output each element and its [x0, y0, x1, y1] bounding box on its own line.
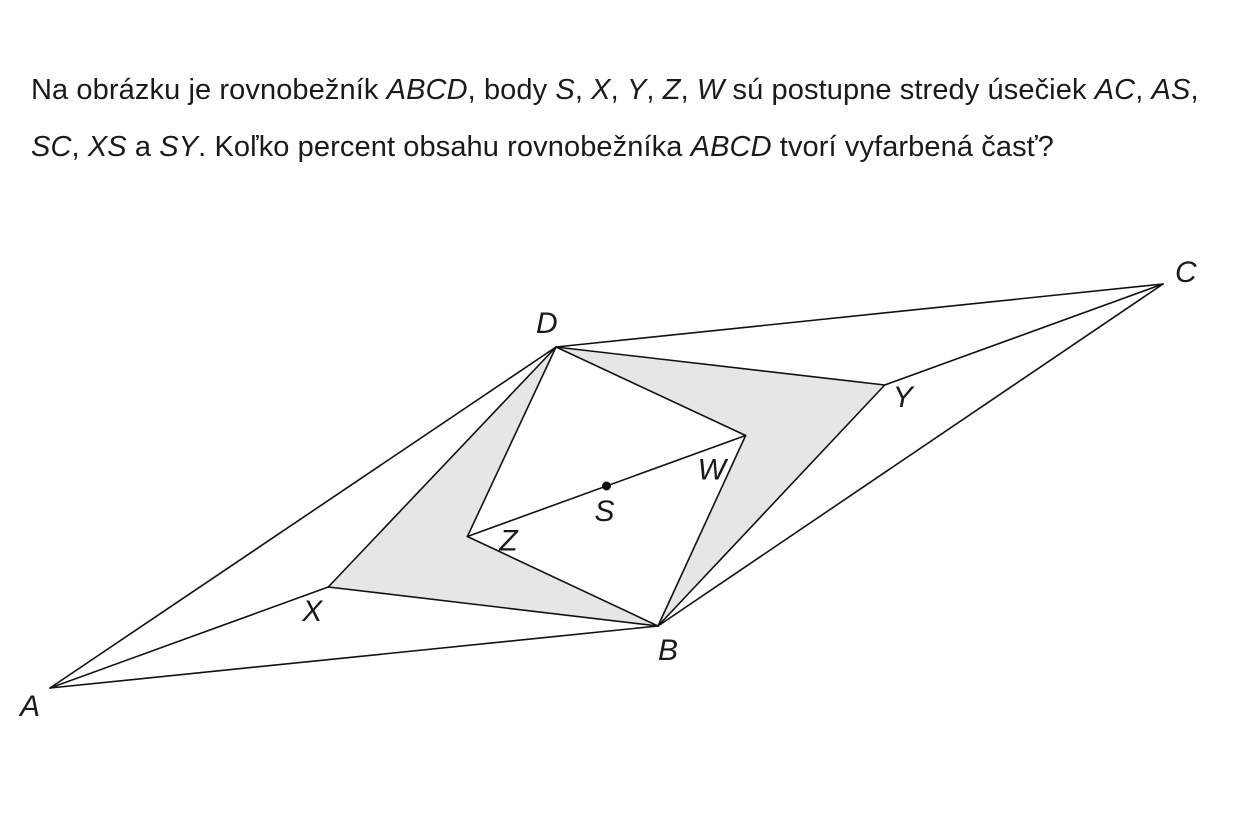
problem-text-run: ,: [574, 74, 592, 106]
point-label-s: S: [595, 495, 615, 528]
point-label-c: C: [1175, 256, 1197, 289]
segment-dz: [466, 346, 557, 538]
problem-text: Na obrázku je rovnobežník ABCD, body S, …: [31, 62, 1221, 176]
math-symbol: Y: [626, 74, 647, 106]
segment-wb: [657, 434, 747, 627]
shaded-triangle-dyw: [556, 347, 885, 436]
math-symbol: S: [555, 74, 575, 106]
segment-xb: [327, 586, 659, 627]
problem-text-run: ,: [646, 74, 663, 106]
problem-text-run: ,: [610, 74, 627, 106]
problem-text-run: a: [126, 131, 160, 163]
segment-xd: [327, 346, 557, 588]
math-symbol: AC: [1094, 74, 1136, 106]
segment-cy: [883, 283, 1164, 386]
segment-yb: [657, 384, 886, 627]
segment-cd: [555, 283, 1164, 348]
point-label-z: Z: [498, 525, 519, 558]
point-label-d: D: [536, 307, 558, 340]
problem-text-run: ,: [680, 74, 697, 106]
figure-labels: A B C D S X Y Z W: [18, 256, 1197, 723]
point-s-dot: [602, 481, 611, 491]
math-symbol: ABCD: [690, 131, 772, 163]
point-label-b: B: [658, 634, 678, 667]
math-symbol: ABCD: [386, 74, 468, 106]
point-label-a: A: [18, 690, 40, 723]
math-symbol: AS: [1151, 74, 1191, 106]
math-symbol: XS: [87, 131, 127, 163]
problem-text-run: tvorí vyfarbená časť?: [771, 131, 1054, 163]
math-symbol: Z: [662, 74, 681, 106]
problem-text-run: . Koľko percent obsahu rovnobežníka: [198, 131, 691, 163]
problem-text-run: sú postupne stredy úsečiek: [724, 74, 1095, 106]
segment-yd: [555, 346, 886, 386]
segment-ax: [49, 586, 330, 689]
segment-da: [49, 346, 557, 689]
segment-dw: [555, 346, 747, 437]
math-symbol: SC: [31, 131, 72, 163]
problem-text-run: ,: [1135, 74, 1152, 106]
problem-text-run: Na obrázku je rovnobežník: [31, 74, 387, 106]
figure-dots: [602, 481, 611, 491]
math-symbol: W: [696, 74, 725, 106]
problem-text-run: ,: [71, 131, 88, 163]
problem-text-run: ,: [1190, 74, 1199, 106]
point-label-x: X: [301, 595, 323, 628]
math-symbol: SY: [159, 131, 199, 163]
math-symbol: X: [591, 74, 611, 106]
shaded-triangle-xbz: [328, 536, 658, 626]
segment-zb: [466, 535, 659, 627]
segment-ab: [49, 625, 659, 689]
point-label-w: W: [698, 454, 729, 487]
segment-bc: [657, 283, 1164, 627]
point-label-y: Y: [893, 381, 915, 414]
problem-text-run: , body: [467, 74, 556, 106]
